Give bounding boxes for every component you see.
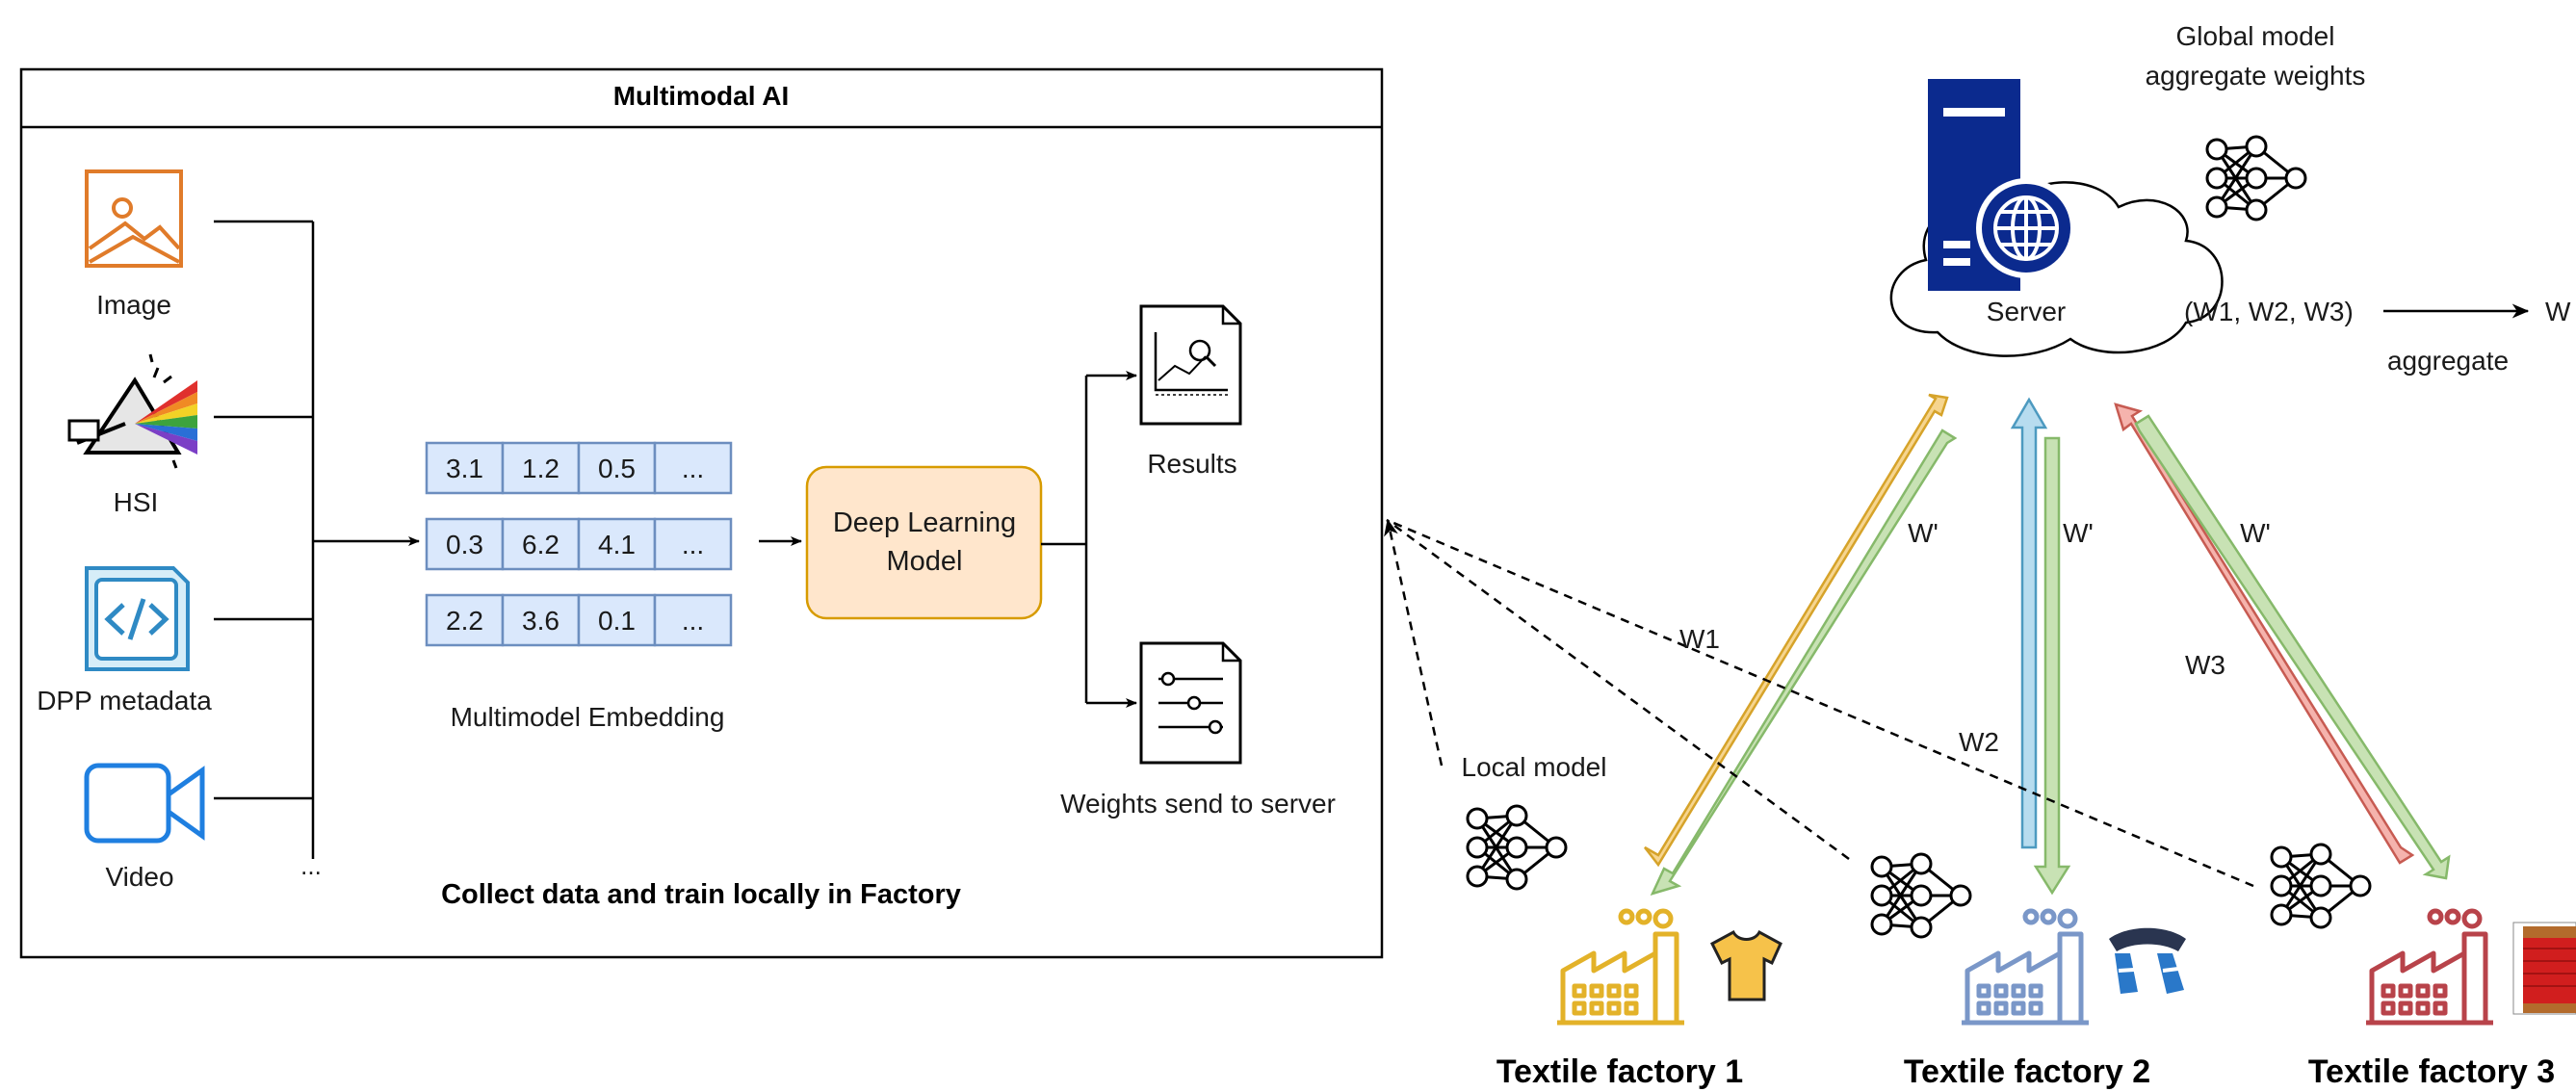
panel-frame [19, 67, 1384, 959]
embedding-value: 1.2 [522, 454, 559, 483]
factory2-download-arrow [2033, 436, 2071, 896]
edge-label-w1: W1 [1679, 624, 1720, 654]
server-label: Server [1987, 297, 2066, 326]
embedding-cell [501, 517, 581, 571]
embedding-value: 3.1 [446, 454, 483, 483]
results-label: Results [1147, 449, 1236, 479]
embedding-cell [653, 593, 733, 647]
global-model-line1: Global model [2176, 21, 2335, 51]
edge-label-w2: W2 [1959, 727, 1999, 757]
input-label-hsi: HSI [114, 487, 159, 517]
embedding-cell [653, 441, 733, 495]
factory3-building-icon [2366, 911, 2493, 1023]
local-weight-dashed-lines [1384, 518, 2254, 888]
model-output-branches [1041, 376, 1088, 703]
embedding-value: 4.1 [598, 530, 636, 559]
results-document-icon [1139, 304, 1242, 426]
image-icon [85, 169, 183, 268]
embedding-value: 0.5 [598, 454, 636, 483]
server-cloud: Server [1889, 79, 2224, 357]
factory3-download-arrow [2134, 414, 2451, 880]
model-label-line1: Deep Learning [833, 507, 1016, 538]
aggregate-label: aggregate [2387, 346, 2509, 376]
embedding-value: 0.3 [446, 530, 483, 559]
local-model-label: Local model [1462, 752, 1607, 782]
embedding-cell [577, 441, 657, 495]
factory1-label: Textile factory 1 [1496, 1053, 1743, 1090]
aggregated-weights-label: W [2545, 297, 2571, 326]
embedding-cell [425, 517, 505, 571]
dpp-code-icon [85, 566, 190, 671]
edge-label-w3: W3 [2185, 650, 2225, 680]
embedding-value: 2.2 [446, 606, 483, 636]
input-label-image: Image [96, 290, 171, 320]
factory2-wprime-label: W' [2063, 518, 2094, 548]
deep-learning-model-box: Deep Learning Model [805, 465, 1043, 620]
factory1-wprime-label: W' [1908, 518, 1939, 548]
weights-tuple-label: (W1, W2, W3) [2184, 297, 2354, 326]
factory2-label: Textile factory 2 [1904, 1053, 2150, 1090]
global-model-network-icon [2205, 135, 2307, 221]
scarf-icon [2109, 927, 2186, 994]
factory3-upload-arrow [2114, 403, 2415, 865]
embedding-table: 3.1 1.2 0.5... 0.3 6.2 4.1... 2.2 3.6 0.1... [425, 441, 733, 647]
model-label-line2: Model [887, 546, 963, 577]
weights-document-icon [1139, 641, 1242, 765]
panel-footer: Collect data and train locally in Factor… [441, 879, 961, 910]
video-camera-icon [84, 763, 205, 844]
input-label-dpp: DPP metadata [37, 686, 212, 715]
thread-spool-icon [2512, 922, 2576, 1015]
embedding-value: 3.6 [522, 606, 559, 636]
embedding-value: ... [682, 454, 704, 483]
embedding-value: 0.1 [598, 606, 636, 636]
weights-send-label: Weights send to server [1060, 789, 1336, 819]
factory1-upload-arrow [1644, 393, 1949, 868]
factory3-label: Textile factory 3 [2308, 1053, 2555, 1090]
multimodal-ai-panel: Multimodal AI Collect data and train loc… [19, 67, 1384, 959]
factory1-download-arrow [1650, 429, 1958, 896]
factory2-upload-arrow [2010, 397, 2048, 849]
embedding-value: ... [682, 606, 704, 636]
factory3-local-network-icon [2270, 843, 2372, 929]
factory3-wprime-label: W' [2240, 518, 2271, 548]
embedding-label: Multimodel Embedding [451, 702, 725, 732]
embedding-value: 6.2 [522, 530, 559, 559]
factory2-local-network-icon [1870, 852, 1972, 939]
factory2-building-icon [1962, 911, 2089, 1023]
input-label-video: Video [105, 862, 173, 892]
factory1-local-network-icon [1466, 804, 1568, 891]
embedding-cell [577, 593, 657, 647]
input-more-ellipsis: ... [300, 851, 322, 880]
tshirt-icon [1710, 929, 1782, 1001]
panel-title: Multimodal AI [613, 81, 790, 111]
factory1-building-icon [1557, 911, 1684, 1023]
embedding-value: ... [682, 530, 704, 559]
hsi-prism-icon [67, 353, 197, 469]
global-model-line2: aggregate weights [2146, 61, 2366, 91]
embedding-cell [653, 517, 733, 571]
